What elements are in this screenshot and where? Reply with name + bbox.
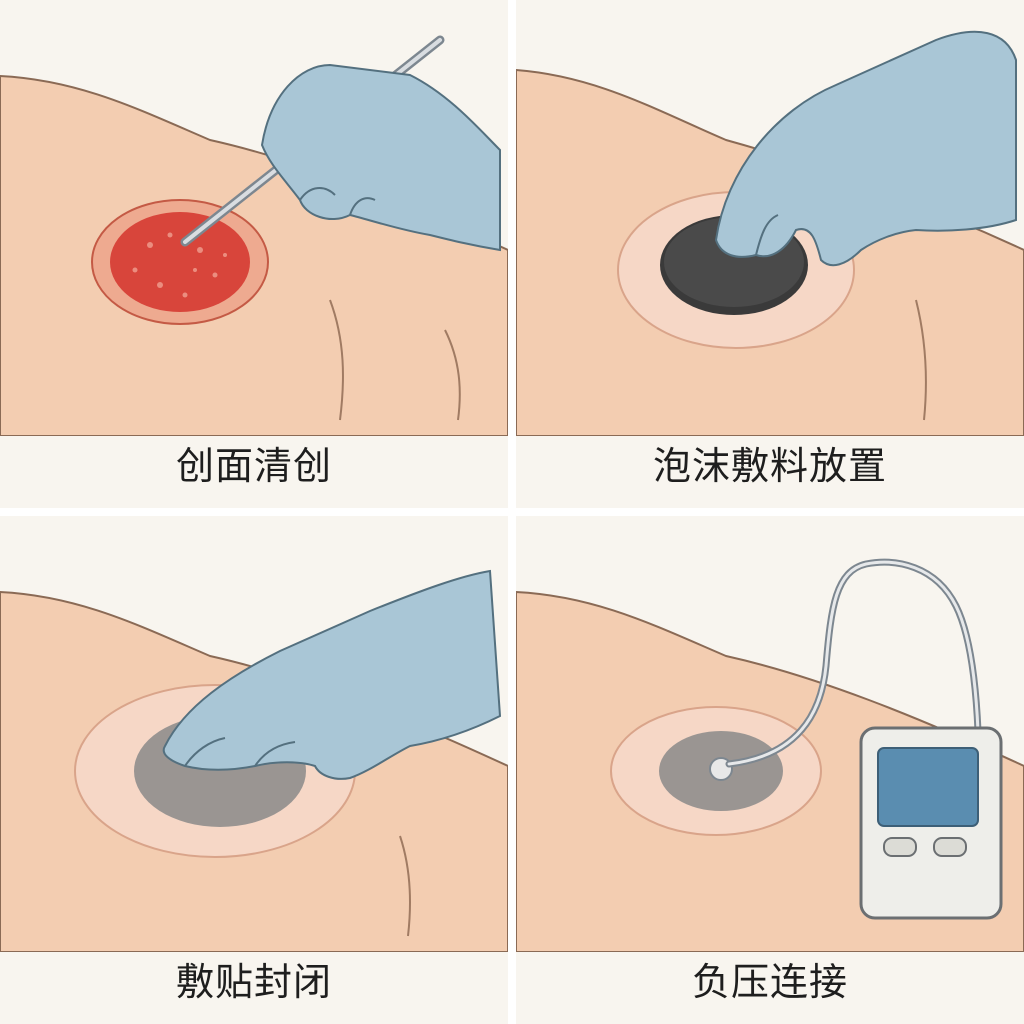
debridement-illustration — [0, 35, 508, 436]
step-caption-npwt-connection: 负压连接 — [691, 960, 848, 1004]
step-caption-foam-placement: 泡沫敷料放置 — [652, 444, 887, 488]
film-sealing-illustration — [0, 569, 508, 952]
foam-placement-illustration — [516, 30, 1024, 436]
gloved-hand — [260, 63, 501, 252]
pump-button-left — [883, 837, 917, 857]
panel-npwt-connection: 负压连接 — [516, 516, 1024, 1024]
gloved-hand — [714, 30, 1017, 267]
pump-button-right — [933, 837, 967, 857]
wound-bed — [110, 212, 250, 312]
panel-film-sealing: 敷贴封闭 — [0, 516, 508, 1024]
panel-debridement: 创面清创 — [0, 0, 508, 508]
npwt-connection-illustration — [516, 558, 1024, 952]
gloved-hand — [162, 569, 502, 780]
step-caption-debridement: 创面清创 — [175, 444, 332, 488]
step-caption-film-sealing: 敷贴封闭 — [175, 960, 332, 1004]
panel-foam-placement: 泡沫敷料放置 — [516, 0, 1024, 508]
pump-screen — [877, 747, 979, 827]
